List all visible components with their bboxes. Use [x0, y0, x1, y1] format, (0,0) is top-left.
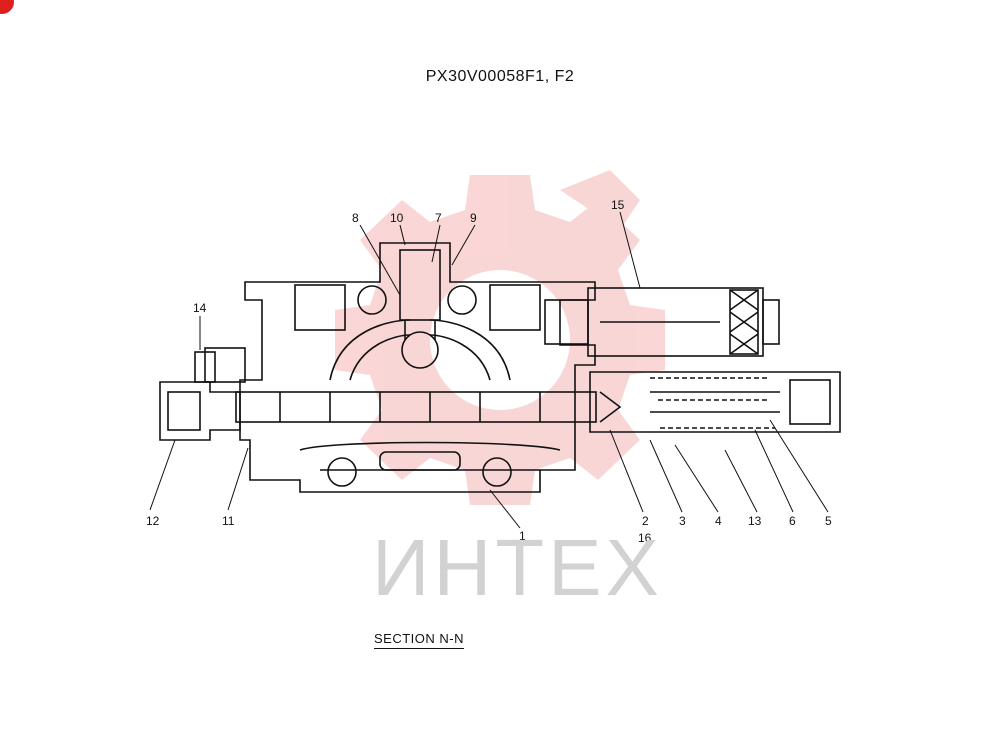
section-label: SECTION N-N [374, 631, 464, 649]
callout-6: 6 [789, 514, 796, 528]
callout-1: 1 [519, 529, 526, 543]
valve-body-outline [159, 242, 841, 493]
watermark-gear-logo [335, 170, 665, 505]
callout-7: 7 [435, 211, 442, 225]
callout-3: 3 [679, 514, 686, 528]
callout-14: 14 [193, 301, 207, 315]
callout-13: 13 [748, 514, 762, 528]
callout-2: 2 [642, 514, 649, 528]
callout-8: 8 [352, 211, 359, 225]
callout-leader-lines [149, 211, 829, 529]
watermark-text: ИНТЕХ [372, 523, 663, 612]
callout-15: 15 [611, 198, 625, 212]
callout-16: 16 [638, 531, 652, 545]
callout-labels: 14 8 10 7 9 15 12 11 1 2 16 3 4 13 6 5 [146, 198, 832, 545]
callout-10: 10 [390, 211, 404, 225]
drawing-title: PX30V00058F1, F2 [425, 68, 575, 85]
callout-4: 4 [715, 514, 722, 528]
callout-9: 9 [470, 211, 477, 225]
callout-5: 5 [825, 514, 832, 528]
callout-11: 11 [222, 514, 235, 528]
callout-12: 12 [146, 514, 160, 528]
